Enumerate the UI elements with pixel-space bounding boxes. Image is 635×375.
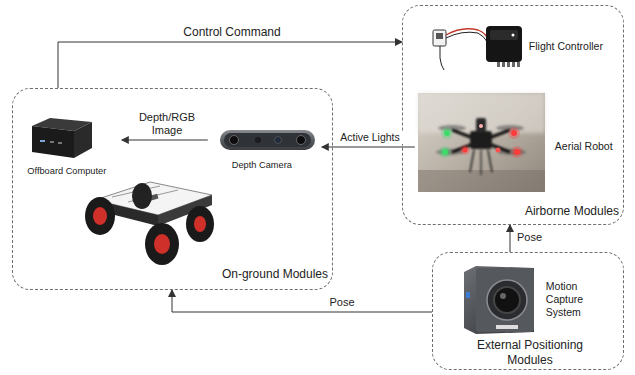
pose-arrow [172, 290, 432, 312]
rover-wheel [85, 197, 115, 235]
radio-receiver [433, 29, 488, 70]
edge-label: Pose [515, 231, 555, 244]
node-label: Aerial Robot [555, 140, 617, 153]
control-command-arrow [58, 42, 402, 88]
rover-wheel [145, 223, 179, 265]
active-lights-arrow [322, 147, 415, 148]
edge-label: Active Lights [333, 131, 407, 144]
external-positioning-region: External Positioning Modules Motion Captu… [432, 252, 624, 370]
flight-controller: Flight Controller [420, 14, 616, 80]
aerial-robot: Aerial Robot [415, 88, 620, 196]
node-label: Motion Capture System [546, 280, 608, 319]
depth-camera: Depth Camera [208, 122, 322, 178]
offboard-computer: Offboard Computer [18, 108, 122, 182]
flight-controller-board [486, 26, 522, 67]
depth-camera-icon [220, 130, 315, 150]
node-label: Flight Controller [529, 40, 613, 53]
motion-capture-system: Motion Capture System [458, 262, 618, 336]
mini-pc-icon [32, 118, 92, 158]
node-label: Airborne Modules [511, 204, 619, 219]
aerial-robot-photo [418, 93, 545, 192]
edge-label: Pose [320, 296, 364, 309]
edge-label: Control Command [175, 25, 289, 39]
node-label: Offboard Computer [15, 166, 119, 178]
edge-label: Depth/RGB Image [133, 111, 201, 137]
node-label: Depth Camera [205, 160, 319, 172]
pose-arrow [510, 225, 511, 252]
image-arrow [122, 140, 208, 141]
ground-rover [85, 182, 214, 265]
airborne-region: Airborne Modules Flight ControllerAerial … [402, 5, 624, 225]
rover-wheel [186, 206, 214, 242]
rover-wheel [132, 183, 152, 209]
node-label: External Positioning Modules [455, 338, 605, 368]
mocap-camera-icon [464, 266, 534, 334]
node-label: On-ground Modules [211, 267, 328, 282]
